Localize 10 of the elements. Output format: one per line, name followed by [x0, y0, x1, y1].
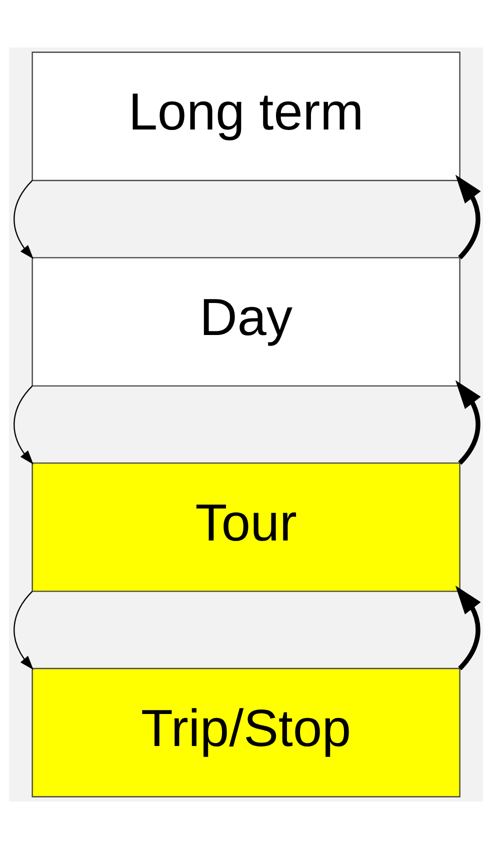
- node-box: Tour: [31, 462, 460, 592]
- arrow: [13, 385, 33, 464]
- node-box: Day: [31, 256, 460, 386]
- arrow: [454, 585, 480, 670]
- arrow: [454, 380, 480, 464]
- arrow: [13, 590, 33, 670]
- node-box: Long term: [31, 51, 460, 181]
- arrow: [13, 180, 33, 259]
- arrow: [454, 174, 480, 259]
- node-box: Trip/Stop: [31, 667, 460, 797]
